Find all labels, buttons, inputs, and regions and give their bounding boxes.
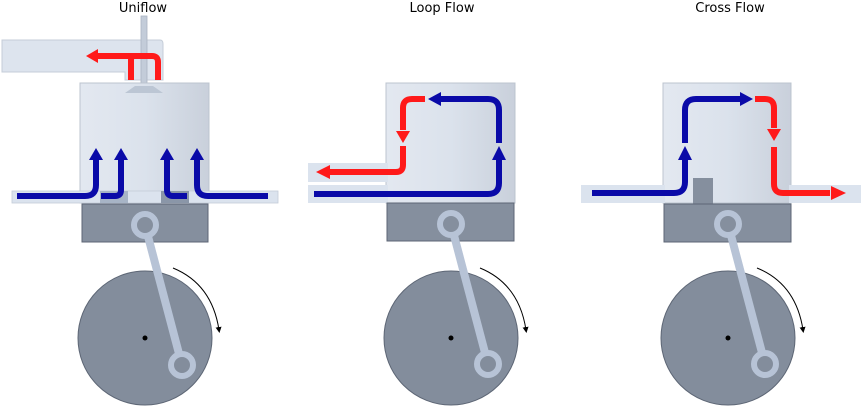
crank-pin (474, 350, 502, 378)
exhaust-arrowhead (396, 131, 410, 143)
cross-flow-diagram: Cross Flow (581, 1, 861, 406)
crank-center (448, 335, 454, 341)
intake-arrowhead (492, 146, 506, 160)
exhaust-arrowhead (831, 186, 846, 200)
exhaust-flow-arrow (400, 96, 425, 130)
intake-arrowhead (678, 146, 692, 160)
valve-head (125, 86, 163, 93)
wrist-pin (437, 210, 465, 238)
uniflow-diagram: Uniflow (1, 1, 279, 406)
piston-deflector (693, 178, 713, 204)
uniflow-title: Uniflow (119, 1, 168, 16)
rotation-arrow-icon (479, 267, 529, 333)
intake-flow-arrows (17, 160, 268, 199)
intake-flow-arrow (314, 160, 502, 197)
exhaust-arrowhead (316, 165, 330, 179)
loop-flow-title: Loop Flow (410, 1, 475, 16)
cylinder (79, 82, 210, 204)
connecting-rod (447, 222, 492, 366)
crank-center (142, 335, 148, 341)
wrist-pin (714, 210, 742, 238)
rotation-arrow-icon (172, 267, 222, 333)
intake-flow-arrow (682, 96, 740, 143)
crank-pin (168, 351, 196, 379)
exhaust-flow-arrow (771, 147, 830, 196)
exhaust-flow-arrow (330, 146, 406, 175)
valve-stem (140, 15, 148, 87)
intake-arrowheads (89, 148, 204, 160)
rotation-arrow-icon (756, 267, 806, 333)
intake-arrowhead (428, 92, 441, 106)
connecting-rod (724, 222, 769, 366)
connecting-rod (141, 223, 186, 367)
intake-arrowhead (740, 92, 753, 106)
wrist-pin (131, 211, 159, 239)
intake-flow-arrow (592, 160, 688, 196)
exhaust-duct (1, 39, 164, 81)
exhaust-flow-arrow (755, 96, 777, 128)
cross-flow-title: Cross Flow (695, 1, 765, 16)
exhaust-arrowhead (767, 129, 781, 141)
exhaust-flow-arrow (96, 53, 161, 80)
exhaust-arrowhead (86, 49, 98, 63)
crank-center (725, 335, 731, 341)
crank-pin (751, 350, 779, 378)
intake-flow-arrow (440, 96, 502, 143)
loop-flow-diagram: Loop Flow (308, 1, 529, 406)
